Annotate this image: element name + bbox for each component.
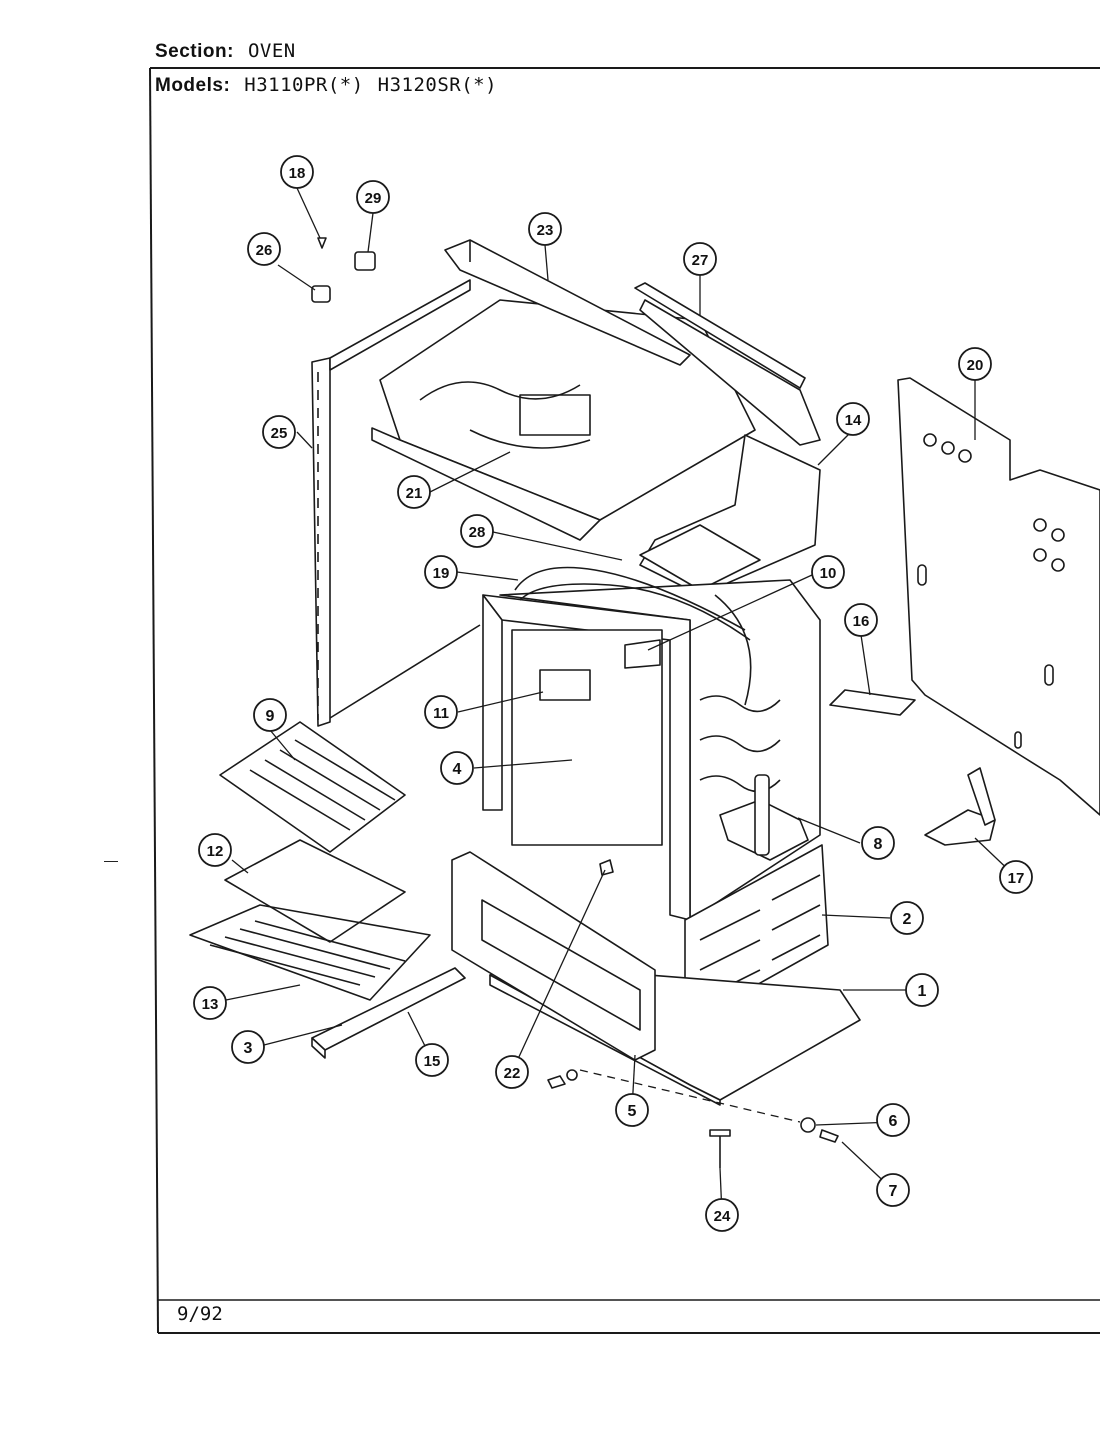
model-1: H3110PR(*) xyxy=(244,74,364,96)
callout-15: 15 xyxy=(415,1043,449,1077)
callout-label: 17 xyxy=(1008,870,1025,887)
callout-2: 2 xyxy=(890,901,924,935)
callout-9: 9 xyxy=(253,698,287,732)
part-hardware xyxy=(547,859,839,1168)
callout-label: 22 xyxy=(504,1065,521,1082)
margin-tick xyxy=(104,861,118,862)
callout-label: 20 xyxy=(967,357,984,374)
models-label: Models: xyxy=(155,75,231,96)
callout-25: 25 xyxy=(262,415,296,449)
part-front-rail xyxy=(444,239,691,366)
part-back-bracket xyxy=(829,689,916,716)
callout-11: 11 xyxy=(424,695,458,729)
diagram-frame xyxy=(149,67,1100,1334)
callout-label: 9 xyxy=(266,708,275,725)
callout-label: 10 xyxy=(820,565,837,582)
callout-label: 7 xyxy=(889,1183,898,1200)
part-hinge xyxy=(719,774,809,861)
callout-label: 5 xyxy=(628,1103,637,1120)
callout-label: 3 xyxy=(244,1040,253,1057)
callout-7: 7 xyxy=(876,1173,910,1207)
part-broiler-pan xyxy=(219,721,406,853)
callout-6: 6 xyxy=(876,1103,910,1137)
callout-17: 17 xyxy=(999,860,1033,894)
callout-3: 3 xyxy=(231,1030,265,1064)
callout-label: 14 xyxy=(845,412,862,429)
callout-label: 2 xyxy=(903,911,912,928)
callout-29: 29 xyxy=(356,180,390,214)
part-bracket xyxy=(924,767,996,846)
part-side-rail xyxy=(311,967,466,1059)
callout-label: 19 xyxy=(433,565,450,582)
callout-label: 6 xyxy=(889,1113,898,1130)
callout-label: 24 xyxy=(714,1208,731,1225)
callout-label: 28 xyxy=(469,524,486,541)
callout-18: 18 xyxy=(280,155,314,189)
callout-5: 5 xyxy=(615,1093,649,1127)
callout-label: 4 xyxy=(453,761,462,778)
callout-14: 14 xyxy=(836,402,870,436)
callout-label: 23 xyxy=(537,222,554,239)
callout-label: 27 xyxy=(692,252,709,269)
part-oven-cavity xyxy=(482,579,821,921)
callout-label: 26 xyxy=(256,242,273,259)
part-small-fasteners xyxy=(311,237,376,303)
section-label: Section: xyxy=(155,41,234,62)
callout-12: 12 xyxy=(198,833,232,867)
callout-26: 26 xyxy=(247,232,281,266)
part-vent-trim xyxy=(634,282,821,446)
callout-label: 29 xyxy=(365,190,382,207)
model-2: H3120SR(*) xyxy=(377,74,498,96)
part-pan-insert xyxy=(224,839,406,943)
callout-13: 13 xyxy=(193,986,227,1020)
part-sensor xyxy=(539,669,591,701)
callout-label: 8 xyxy=(874,836,883,853)
section-value: OVEN xyxy=(247,40,296,62)
callout-28: 28 xyxy=(460,514,494,548)
part-drawer-front xyxy=(451,851,656,1061)
part-side-panel-left xyxy=(311,279,481,727)
callout-27: 27 xyxy=(683,242,717,276)
callout-label: 15 xyxy=(424,1053,441,1070)
callout-label: 21 xyxy=(406,485,423,502)
callout-4: 4 xyxy=(440,751,474,785)
callout-label: 12 xyxy=(207,843,224,860)
callout-10: 10 xyxy=(811,555,845,589)
callout-23: 23 xyxy=(528,212,562,246)
part-wire-harness xyxy=(514,566,752,706)
callout-label: 1 xyxy=(918,983,927,1000)
callout-24: 24 xyxy=(705,1198,739,1232)
models-header: Models: H3110PR(*) H3120SR(*) xyxy=(155,74,497,97)
part-back-panel xyxy=(897,377,1100,816)
section-header: Section: OVEN xyxy=(155,40,296,63)
callout-16: 16 xyxy=(844,603,878,637)
callout-1: 1 xyxy=(905,973,939,1007)
callout-label: 18 xyxy=(289,165,306,182)
callout-20: 20 xyxy=(958,347,992,381)
callout-21: 21 xyxy=(397,475,431,509)
callout-19: 19 xyxy=(424,555,458,589)
callout-label: 25 xyxy=(271,425,288,442)
callout-22: 22 xyxy=(495,1055,529,1089)
part-oven-rack xyxy=(189,904,431,1001)
revision-date: 9/92 xyxy=(177,1303,223,1325)
callout-label: 13 xyxy=(202,996,219,1013)
part-clip xyxy=(624,639,661,669)
callout-8: 8 xyxy=(861,826,895,860)
callout-label: 11 xyxy=(433,705,449,722)
callout-label: 16 xyxy=(853,613,870,630)
part-vent-duct xyxy=(639,434,821,596)
